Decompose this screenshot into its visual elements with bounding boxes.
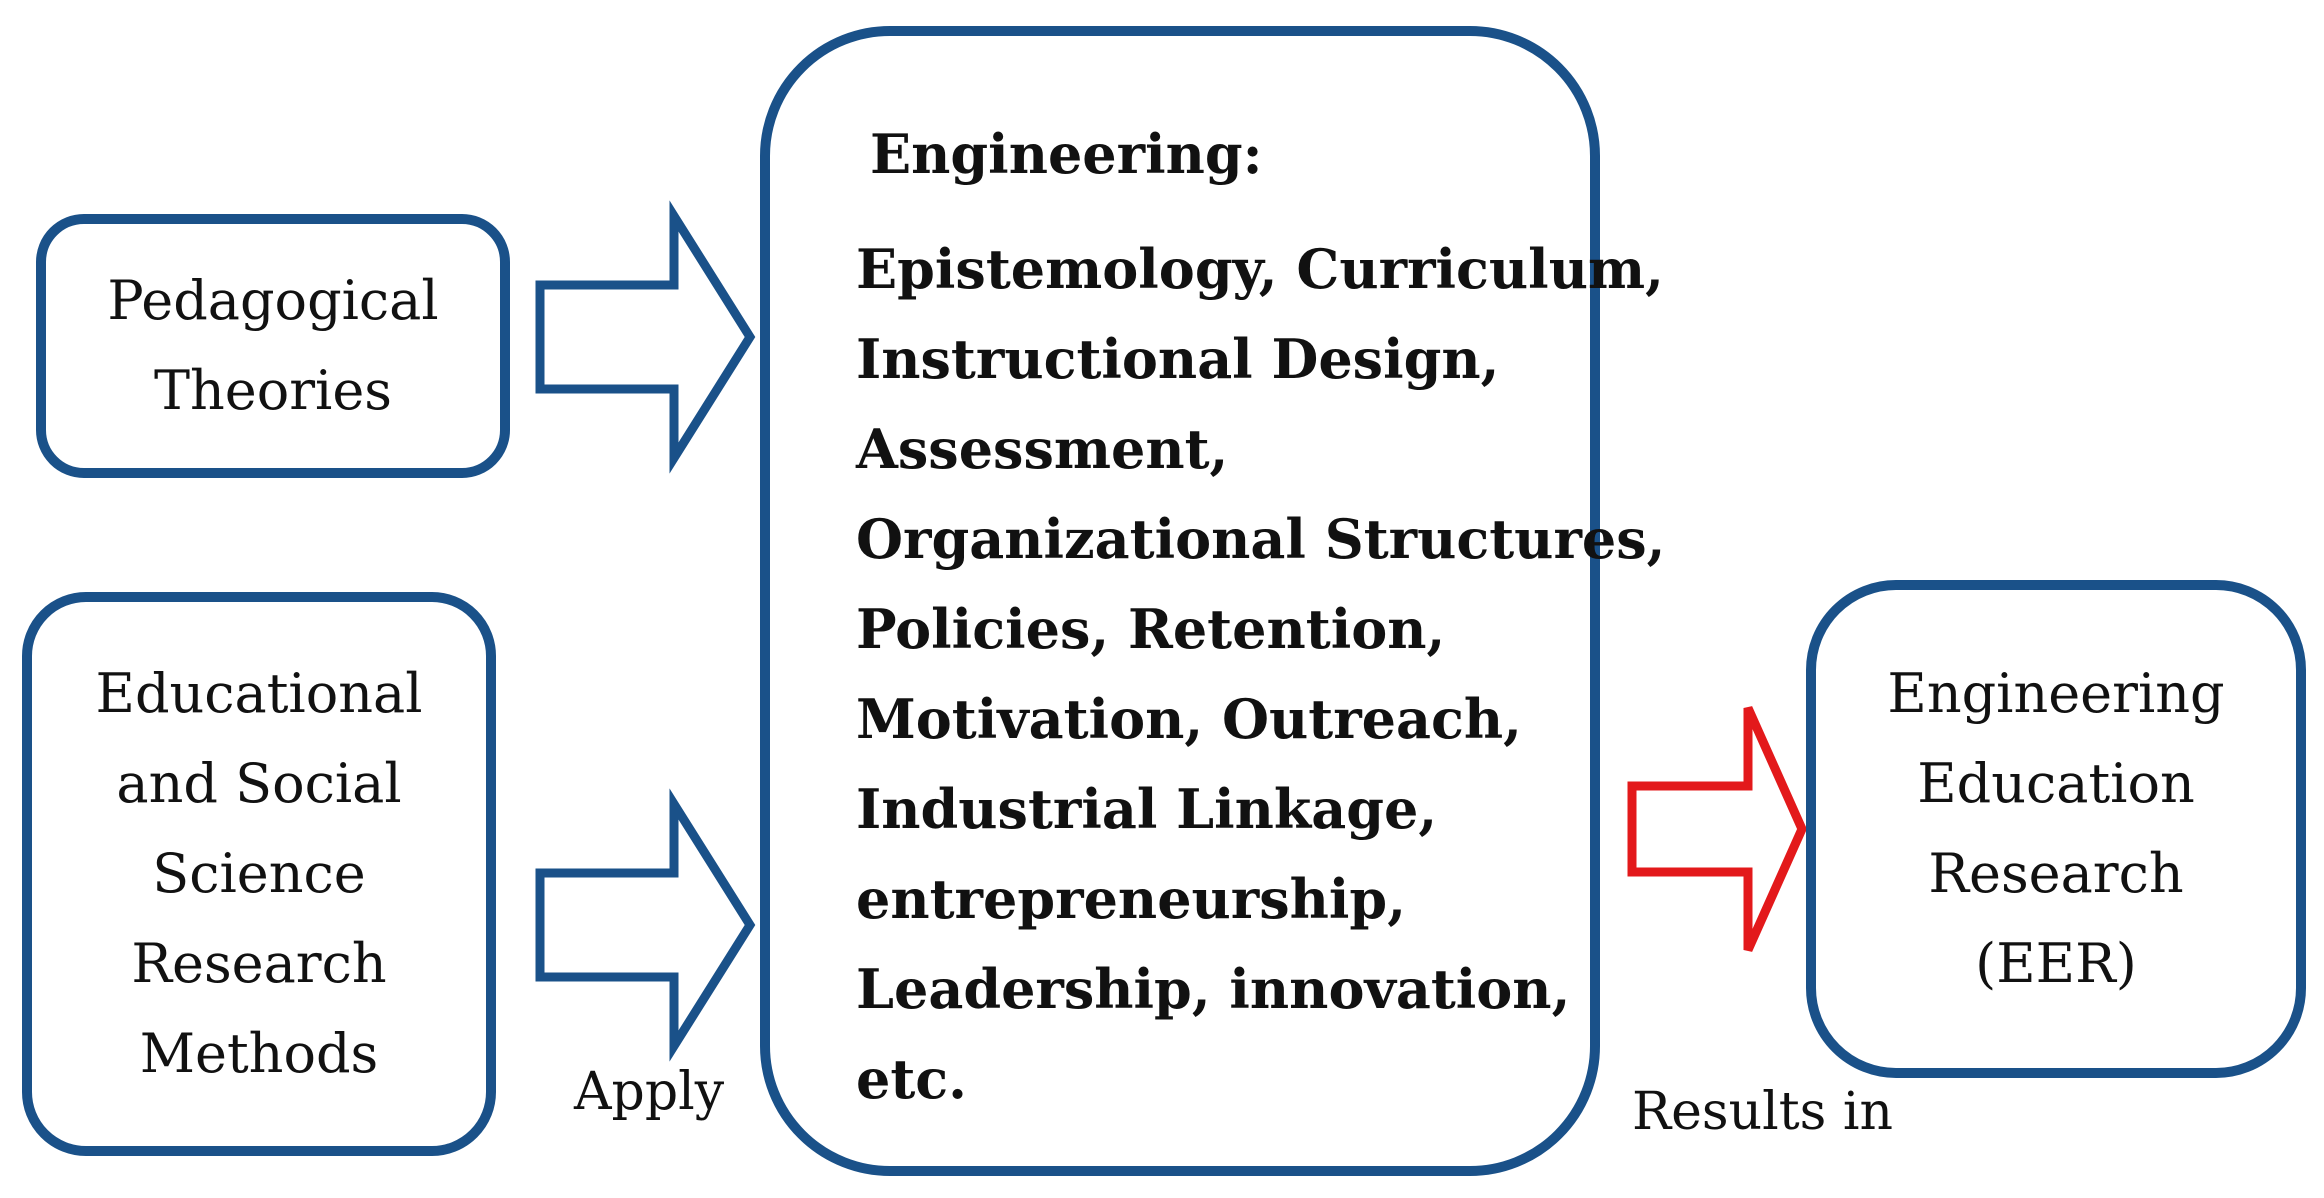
results-arrow bbox=[1627, 706, 1807, 952]
engineering-topics-list: Epistemology, Curriculum, Instructional … bbox=[856, 224, 1665, 1124]
methods-line-3: Science bbox=[152, 842, 366, 905]
eer-line-3: Research bbox=[1928, 842, 2184, 905]
eer-line-1: Engineering bbox=[1887, 662, 2225, 725]
research-methods-box: Educational and Social Science Research … bbox=[22, 592, 496, 1156]
eer-line-2: Education bbox=[1917, 752, 2195, 815]
topic-line-1: Epistemology, Curriculum, bbox=[856, 237, 1664, 301]
results-in-label: Results in bbox=[1632, 1082, 1893, 1142]
eer-line-4: (EER) bbox=[1975, 932, 2137, 995]
topic-line-3: Assessment, bbox=[856, 417, 1229, 481]
topic-line-8: entrepreneurship, bbox=[856, 867, 1406, 931]
methods-line-1: Educational bbox=[95, 662, 423, 725]
engineering-heading: Engineering: bbox=[870, 122, 1263, 186]
pedagogical-theories-box: Pedagogical Theories bbox=[36, 214, 510, 478]
topic-line-7: Industrial Linkage, bbox=[856, 777, 1438, 841]
pedagogical-line-2: Theories bbox=[153, 359, 393, 422]
topic-line-4: Organizational Structures, bbox=[856, 507, 1666, 571]
topic-line-6: Motivation, Outreach, bbox=[856, 687, 1522, 751]
eer-box: Engineering Education Research (EER) bbox=[1806, 580, 2306, 1078]
apply-label: Apply bbox=[574, 1062, 725, 1122]
methods-line-2: and Social bbox=[116, 752, 402, 815]
topic-line-2: Instructional Design, bbox=[856, 327, 1500, 391]
topic-line-10: etc. bbox=[856, 1047, 967, 1111]
methods-line-5: Methods bbox=[139, 1022, 379, 1085]
apply-arrow-bottom bbox=[535, 788, 756, 1062]
pedagogical-line-1: Pedagogical bbox=[107, 269, 439, 332]
methods-line-4: Research bbox=[131, 932, 387, 995]
engineering-topics-box: Engineering: Epistemology, Curriculum, I… bbox=[760, 26, 1665, 1176]
topic-line-5: Policies, Retention, bbox=[856, 597, 1446, 661]
topic-line-9: Leadership, innovation, bbox=[856, 957, 1571, 1021]
apply-arrow-top bbox=[535, 200, 756, 474]
